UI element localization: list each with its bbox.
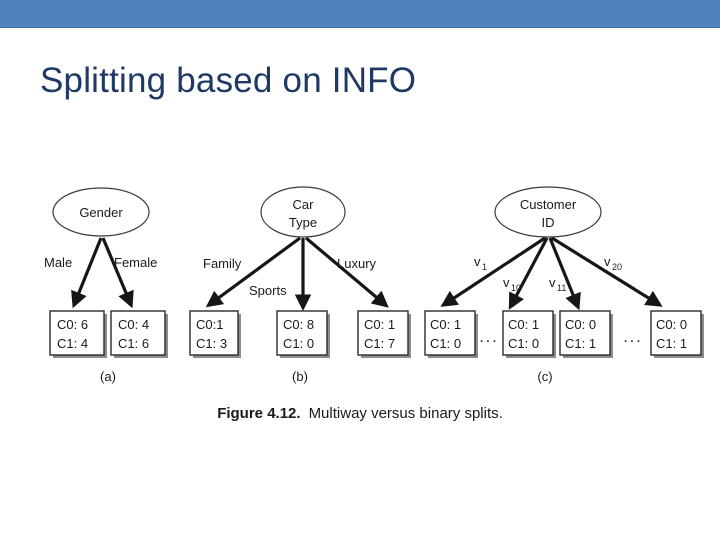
leaf-box-b1-line2: C1: 3 xyxy=(196,336,227,351)
page-title: Splitting based on INFO xyxy=(40,61,417,100)
node-customer-id-label-line1: Customer xyxy=(520,197,577,212)
leaf-box-b1-shape xyxy=(189,310,239,356)
node-gender-shape xyxy=(52,187,150,237)
leaf-box-a2-line1: C0: 4 xyxy=(118,317,149,332)
node-customer-id[interactable]: Customer ID xyxy=(494,186,602,238)
edge-customerid-v1 xyxy=(440,236,546,307)
leaf-box-c4-line2: C1: 1 xyxy=(656,336,687,351)
node-car-type[interactable]: Car Type xyxy=(260,186,346,238)
edge-label-sports: Sports xyxy=(249,283,287,298)
leaf-box-c2[interactable]: C0: 1 C1: 0 xyxy=(502,310,556,358)
leaf-box-c1-line1: C0: 1 xyxy=(430,317,461,332)
panel-c: Customer ID v 1 v 10 v 11 v 20 xyxy=(424,186,704,384)
leaf-box-b3[interactable]: C0: 1 C1: 7 xyxy=(357,310,411,358)
edge-label-v11-group: v 11 xyxy=(549,275,566,293)
leaf-box-a1-line2: C1: 4 xyxy=(57,336,88,351)
edge-label-v20-group: v 20 xyxy=(604,254,622,272)
edge-customerid-v11 xyxy=(548,237,581,311)
leaf-box-c1-shape xyxy=(424,310,476,356)
leaf-box-c2-line1: C0: 1 xyxy=(508,317,539,332)
leaf-box-b3-shape xyxy=(357,310,409,356)
leaf-ellipsis-1: ... xyxy=(479,329,498,346)
edge-label-v1-subscript: 1 xyxy=(482,262,487,272)
leaf-box-b3-line1: C0: 1 xyxy=(364,317,395,332)
leaf-box-c2-shape xyxy=(502,310,554,356)
leaf-box-c1[interactable]: C0: 1 C1: 0 xyxy=(424,310,478,358)
edge-label-female: Female xyxy=(114,255,157,270)
panel-b-label: (b) xyxy=(292,369,308,384)
panel-b: Car Type Family Sports Luxury C0:1 C1: 3… xyxy=(189,186,411,384)
panel-a-edges xyxy=(71,237,134,309)
leaf-box-b3-line2: C1: 7 xyxy=(364,336,395,351)
edge-label-luxury: Luxury xyxy=(337,256,377,271)
edge-label-v1-group: v 1 xyxy=(474,254,487,272)
edge-cartype-family xyxy=(205,236,301,308)
edge-customerid-v10 xyxy=(508,237,549,310)
panel-c-label: (c) xyxy=(537,369,552,384)
edge-label-v20: v xyxy=(604,254,611,269)
edge-label-v10: v xyxy=(503,275,510,290)
figure-image: Gender Male Female C0: 6 C1: 4 C0: 4 C1:… xyxy=(0,170,720,440)
edge-label-family: Family xyxy=(203,256,242,271)
edge-customerid-v20 xyxy=(551,236,663,307)
leaf-box-b2-line2: C1: 0 xyxy=(283,336,314,351)
edge-label-v11: v xyxy=(549,275,556,290)
slide-top-banner xyxy=(0,0,720,28)
leaf-box-a2-line2: C1: 6 xyxy=(118,336,149,351)
leaf-box-b2-line1: C0: 8 xyxy=(283,317,314,332)
edge-label-male: Male xyxy=(44,255,72,270)
leaf-ellipsis-2: ... xyxy=(623,329,642,346)
leaf-box-b2-shape xyxy=(276,310,328,356)
edge-label-v1: v xyxy=(474,254,481,269)
node-car-type-shape xyxy=(260,186,346,238)
leaf-box-b2[interactable]: C0: 8 C1: 0 xyxy=(276,310,330,358)
leaf-box-c3-line2: C1: 1 xyxy=(565,336,596,351)
leaf-box-a2-shape xyxy=(110,310,166,356)
edge-cartype-luxury xyxy=(304,236,389,308)
leaf-box-b1[interactable]: C0:1 C1: 3 xyxy=(189,310,241,358)
node-gender-label: Gender xyxy=(79,205,123,220)
node-gender[interactable]: Gender xyxy=(52,187,150,237)
edge-label-v20-subscript: 20 xyxy=(612,262,622,272)
leaf-box-a1-line1: C0: 6 xyxy=(57,317,88,332)
node-customer-id-shape xyxy=(494,186,602,238)
leaf-box-c3[interactable]: C0: 0 C1: 1 xyxy=(559,310,613,358)
edge-label-v10-subscript: 10 xyxy=(511,283,521,293)
node-car-type-label-line2: Type xyxy=(289,215,317,230)
node-customer-id-label-line2: ID xyxy=(542,215,555,230)
leaf-box-c4-line1: C0: 0 xyxy=(656,317,687,332)
figure-caption-text: Multiway versus binary splits. xyxy=(308,405,503,422)
panel-c-edges xyxy=(440,236,663,311)
decision-tree-diagram: Gender Male Female C0: 6 C1: 4 C0: 4 C1:… xyxy=(44,186,704,384)
figure-caption-number: Figure 4.12. xyxy=(217,405,301,422)
edge-gender-female xyxy=(101,237,134,309)
panel-a: Gender Male Female C0: 6 C1: 4 C0: 4 C1:… xyxy=(44,187,168,384)
leaf-box-a1[interactable]: C0: 6 C1: 4 xyxy=(49,310,107,358)
leaf-box-c3-line1: C0: 0 xyxy=(565,317,596,332)
edge-label-v11-subscript: 11 xyxy=(557,283,566,293)
panel-b-edges xyxy=(205,236,389,311)
leaf-box-a1-shape xyxy=(49,310,105,356)
leaf-box-c4-shape xyxy=(650,310,702,356)
leaf-box-c3-shape xyxy=(559,310,611,356)
figure-caption: Figure 4.12. Multiway versus binary split… xyxy=(0,405,720,422)
edge-label-v10-group: v 10 xyxy=(503,275,521,293)
leaf-box-c1-line2: C1: 0 xyxy=(430,336,461,351)
leaf-box-c2-line2: C1: 0 xyxy=(508,336,539,351)
panel-a-label: (a) xyxy=(100,369,116,384)
leaf-box-c4[interactable]: C0: 0 C1: 1 xyxy=(650,310,704,358)
edge-gender-male xyxy=(71,237,103,309)
leaf-box-a2[interactable]: C0: 4 C1: 6 xyxy=(110,310,168,358)
leaf-box-b1-line1: C0:1 xyxy=(196,317,223,332)
node-car-type-label-line1: Car xyxy=(293,197,315,212)
